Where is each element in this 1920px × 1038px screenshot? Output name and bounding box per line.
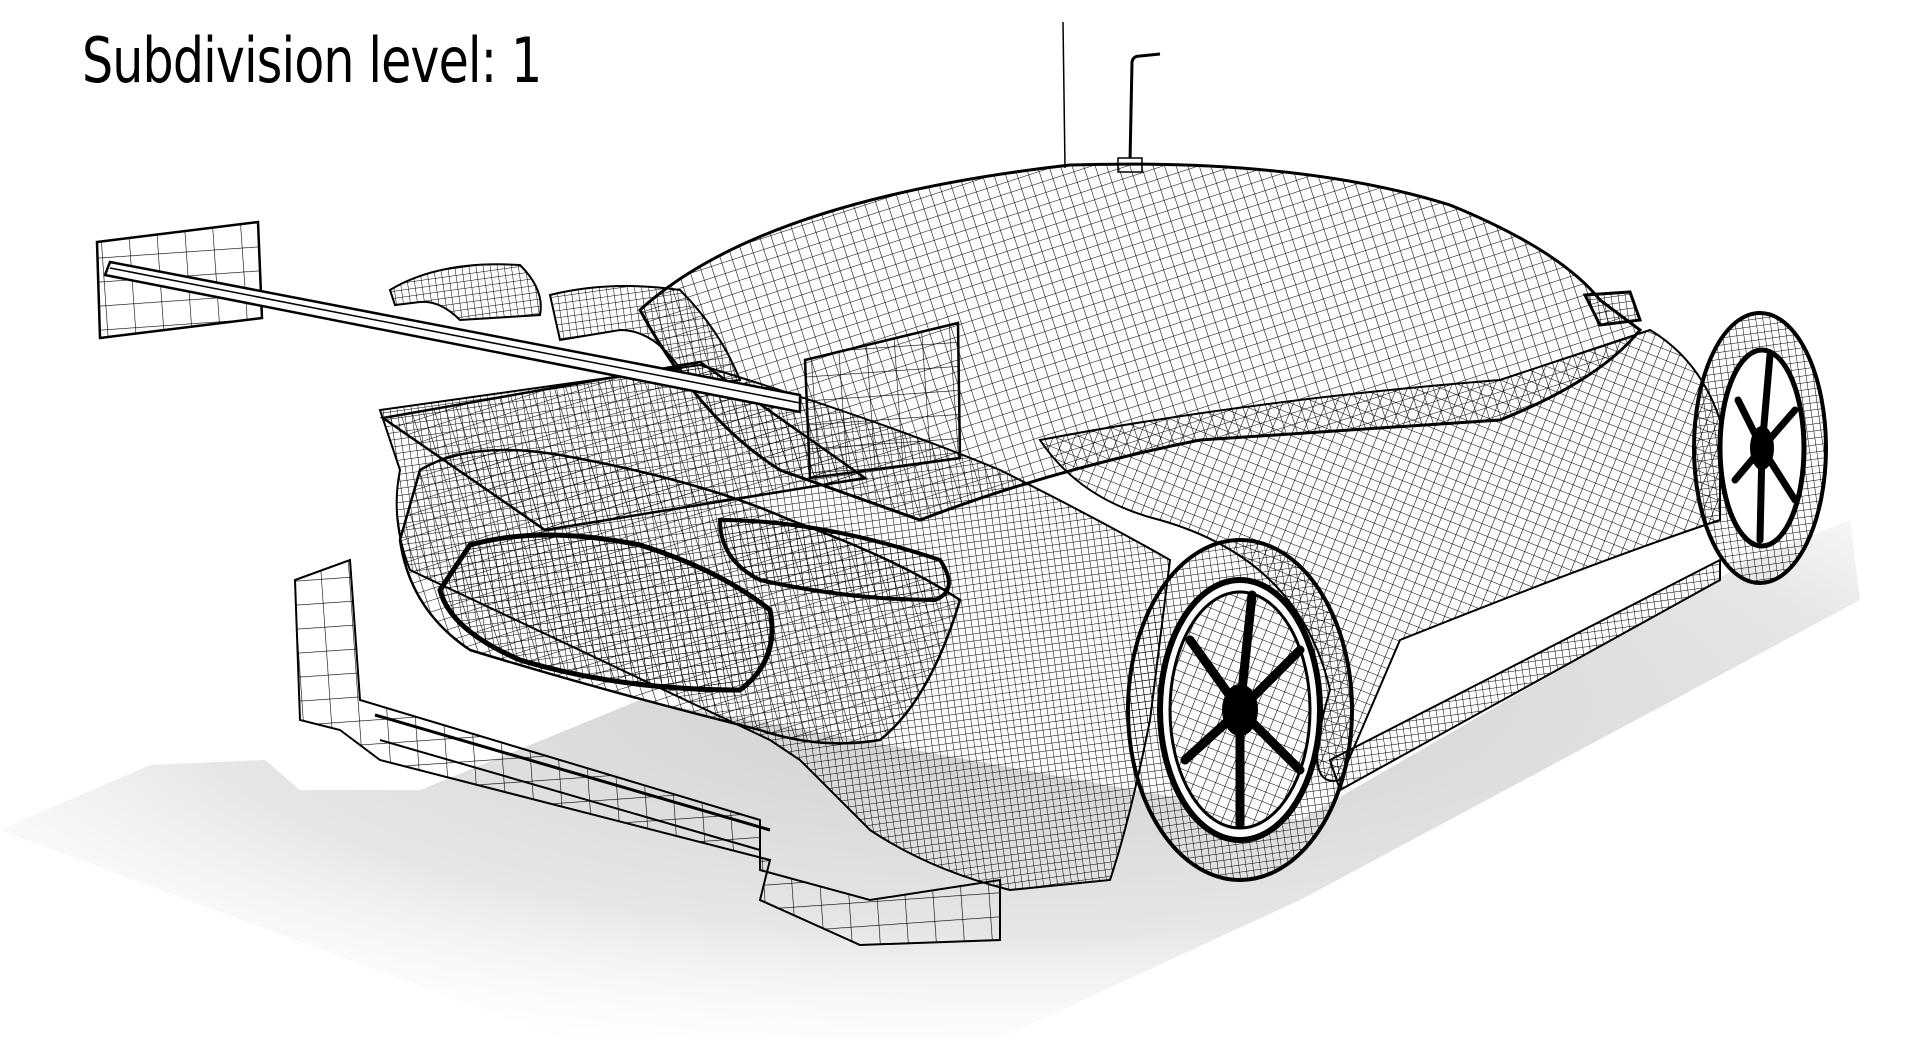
subdivision-level-caption: Subdivision level: 1: [82, 24, 542, 97]
front-wheel: [1692, 311, 1828, 585]
side-mirror: [1582, 290, 1643, 327]
antenna: [1062, 21, 1161, 173]
rear-wing: [95, 220, 962, 532]
rear-wheel: [1126, 538, 1354, 882]
